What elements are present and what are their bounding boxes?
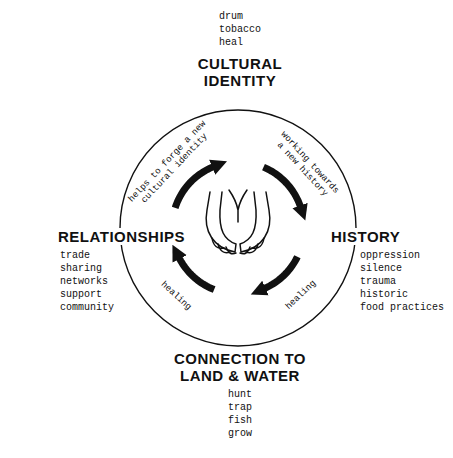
cycle-arrow (264, 167, 301, 207)
cultural-identity-node: drumtobaccohealCULTURAL IDENTITY (182, 10, 298, 89)
list-item: community (60, 301, 114, 314)
sprout (229, 190, 247, 222)
relationships-node: RELATIONSHIPS tradesharingnetworkssupport… (55, 228, 188, 314)
list-item: trauma (360, 275, 396, 288)
list-item: networks (60, 275, 108, 288)
cycle-arrow (264, 257, 298, 289)
list-item: support (60, 288, 102, 301)
history-node: HISTORY oppressionsilencetraumahistoricfo… (328, 228, 444, 314)
item-list: drumtobaccoheal (219, 10, 261, 49)
list-item: grow (228, 427, 252, 440)
list-item: oppression (360, 249, 420, 262)
right-hand (240, 192, 270, 254)
item-list: oppressionsilencetraumahistoricfood prac… (360, 249, 444, 314)
arrow-label: healing (284, 278, 318, 311)
section-heading: CONNECTION TO LAND & WATER (162, 350, 318, 384)
section-heading: CULTURAL IDENTITY (182, 55, 298, 89)
list-item: sharing (60, 262, 102, 275)
list-item: food practices (360, 301, 444, 314)
list-item: drum (219, 10, 243, 23)
list-item: historic (360, 288, 408, 301)
section-heading: HISTORY (328, 228, 403, 245)
arrow-label: healing (159, 279, 194, 312)
list-item: silence (360, 262, 402, 275)
cycle-arrow (179, 257, 214, 289)
list-item: trap (228, 401, 252, 414)
list-item: heal (219, 36, 243, 49)
list-item: trade (60, 249, 90, 262)
list-item: tobacco (219, 23, 261, 36)
list-item: fish (228, 414, 252, 427)
left-hand (206, 192, 236, 254)
item-list: tradesharingnetworkssupportcommunity (60, 249, 114, 314)
cycle-arrow (175, 166, 214, 207)
list-item: hunt (228, 388, 252, 401)
land-water-node: CONNECTION TO LAND & WATER hunttrapfishgr… (162, 350, 318, 440)
arrow-label: working towards a new history (269, 127, 342, 204)
item-list: hunttrapfishgrow (228, 388, 252, 440)
cupped-hands (206, 190, 270, 254)
section-heading: RELATIONSHIPS (55, 228, 188, 245)
